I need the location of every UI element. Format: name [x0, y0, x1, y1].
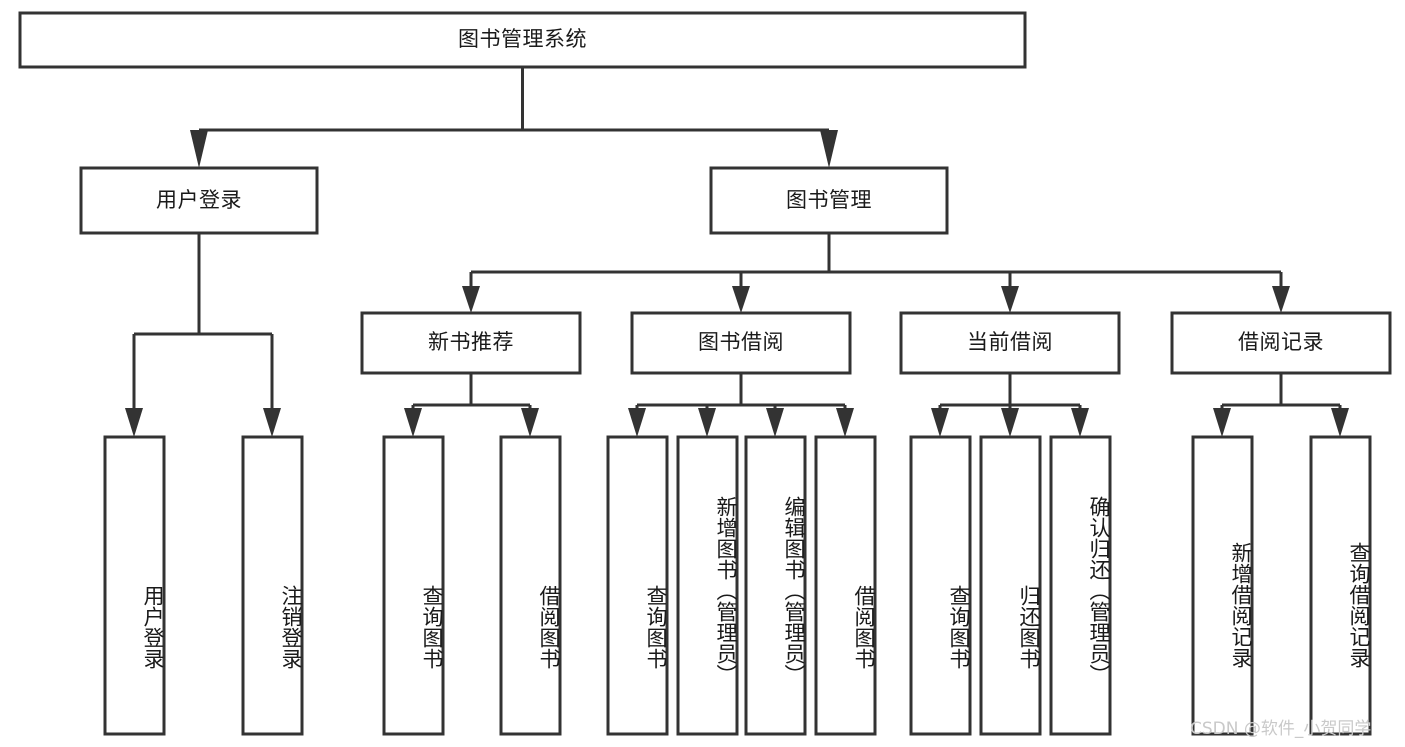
- arrow-head-leaf-borrow-book-2: [836, 408, 854, 437]
- arrow-head-leaf-query-book-2: [628, 408, 646, 437]
- node-box-leaf-edit-book[interactable]: [744, 435, 807, 736]
- arrow-head-book-borrow: [732, 286, 750, 313]
- node-box-leaf-confirm-return[interactable]: [1049, 435, 1112, 736]
- arrow-head-leaf-user-login: [125, 408, 143, 437]
- node-box-leaf-borrow-book-1[interactable]: [499, 435, 562, 736]
- arrow-head-borrow-record: [1272, 286, 1290, 313]
- arrow-head-leaf-add-book: [698, 408, 716, 437]
- arrow-head-current-borrow: [1001, 286, 1019, 313]
- node-box-current-borrow[interactable]: [899, 311, 1121, 375]
- node-box-leaf-add-borrow-record[interactable]: [1191, 435, 1254, 736]
- arrow-head-book-manage: [820, 130, 838, 168]
- node-box-leaf-query-borrow-record[interactable]: [1309, 435, 1372, 736]
- arrow-head-leaf-return-book: [1001, 408, 1019, 437]
- node-box-leaf-logout-login[interactable]: [241, 435, 304, 736]
- node-box-leaf-borrow-book-2[interactable]: [814, 435, 877, 736]
- arrow-head-leaf-query-book-1: [404, 408, 422, 437]
- node-box-leaf-query-book-2[interactable]: [606, 435, 669, 736]
- arrow-head-leaf-borrow-book-1: [521, 408, 539, 437]
- node-box-leaf-query-book-1[interactable]: [382, 435, 445, 736]
- node-box-root[interactable]: [18, 11, 1027, 69]
- node-box-leaf-return-book[interactable]: [979, 435, 1042, 736]
- arrow-head-leaf-query-book-3: [931, 408, 949, 437]
- node-box-book-manage[interactable]: [709, 166, 949, 235]
- node-box-leaf-user-login[interactable]: [103, 435, 166, 736]
- arrow-head-leaf-logout-login: [263, 408, 281, 437]
- node-box-leaf-add-book[interactable]: [676, 435, 739, 736]
- node-box-user-login[interactable]: [79, 166, 319, 235]
- arrow-head-leaf-add-borrow-record: [1213, 408, 1231, 437]
- node-box-new-book-recommend[interactable]: [360, 311, 582, 375]
- arrow-head-leaf-query-borrow-record: [1331, 408, 1349, 437]
- arrow-head-user-login: [190, 130, 208, 168]
- arrow-head-leaf-confirm-return: [1071, 408, 1089, 437]
- node-box-leaf-query-book-3[interactable]: [909, 435, 972, 736]
- arrow-head-new-book-recommend: [462, 286, 480, 313]
- node-box-borrow-record[interactable]: [1170, 311, 1392, 375]
- node-box-book-borrow[interactable]: [630, 311, 852, 375]
- arrow-head-leaf-edit-book: [766, 408, 784, 437]
